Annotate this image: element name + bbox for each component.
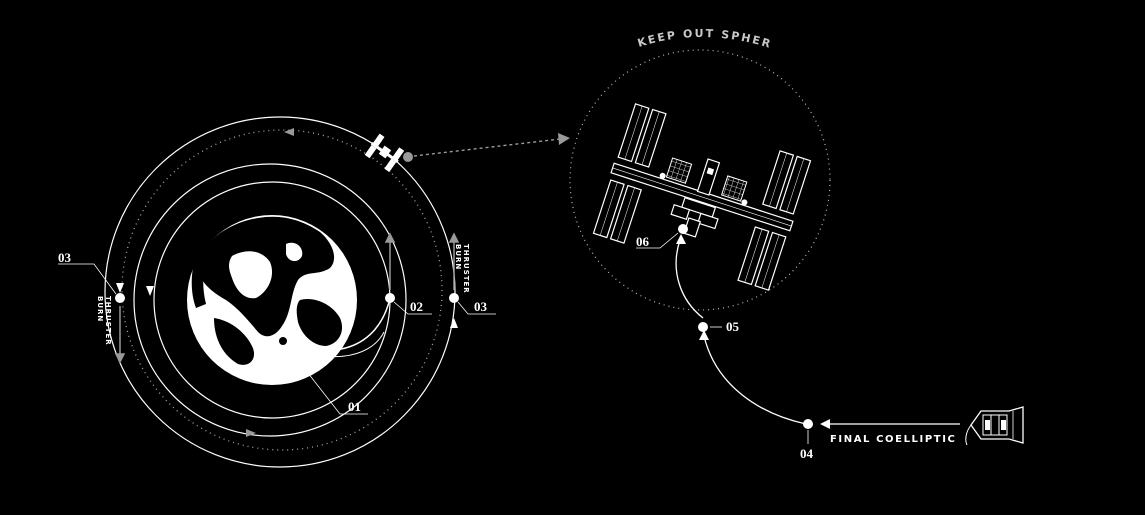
thruster-burn-label-right: THRUSTER BURN — [454, 244, 470, 294]
step-03-right-label: 03 — [474, 299, 488, 314]
svg-text:BURN: BURN — [454, 244, 462, 270]
zoom-dashed-line — [413, 138, 561, 157]
step-04-label: 04 — [800, 446, 814, 461]
orbit-direction-arrows — [116, 128, 458, 437]
step-01-label: 01 — [348, 399, 361, 414]
earth — [187, 215, 357, 385]
keep-out-sphere — [569, 49, 831, 311]
zoom-arrow-head — [558, 133, 570, 145]
step-06-label: 06 — [636, 234, 650, 249]
iss-orbit-dotted — [121, 129, 443, 451]
launch-trajectory — [282, 297, 391, 352]
iss-position-dot — [403, 152, 413, 162]
keep-out-sphere-label: KEEP OUT SPHERE — [0, 0, 774, 51]
orbit-outer — [104, 116, 456, 468]
step-markers: 01 02 03 03 04 05 06 — [58, 224, 814, 461]
svg-text:THRUSTER: THRUSTER — [104, 296, 112, 346]
final-coelliptic-label: FINAL COELLIPTIC — [830, 434, 956, 445]
orbit-middle — [133, 163, 407, 437]
thruster-burn-label-left: BURN THRUSTER — [96, 296, 112, 346]
thruster-burn-arrows — [114, 232, 460, 364]
step-02-label: 02 — [410, 299, 423, 314]
svg-text:THRUSTER: THRUSTER — [462, 244, 470, 294]
iss-large — [592, 103, 812, 291]
svg-text:BURN: BURN — [96, 296, 104, 322]
step-05-label: 05 — [726, 319, 740, 334]
iss-small-icon — [364, 133, 405, 173]
dragon-capsule-icon — [965, 406, 1024, 446]
approach-path — [675, 239, 807, 425]
step-03-left-label: 03 — [58, 250, 72, 265]
